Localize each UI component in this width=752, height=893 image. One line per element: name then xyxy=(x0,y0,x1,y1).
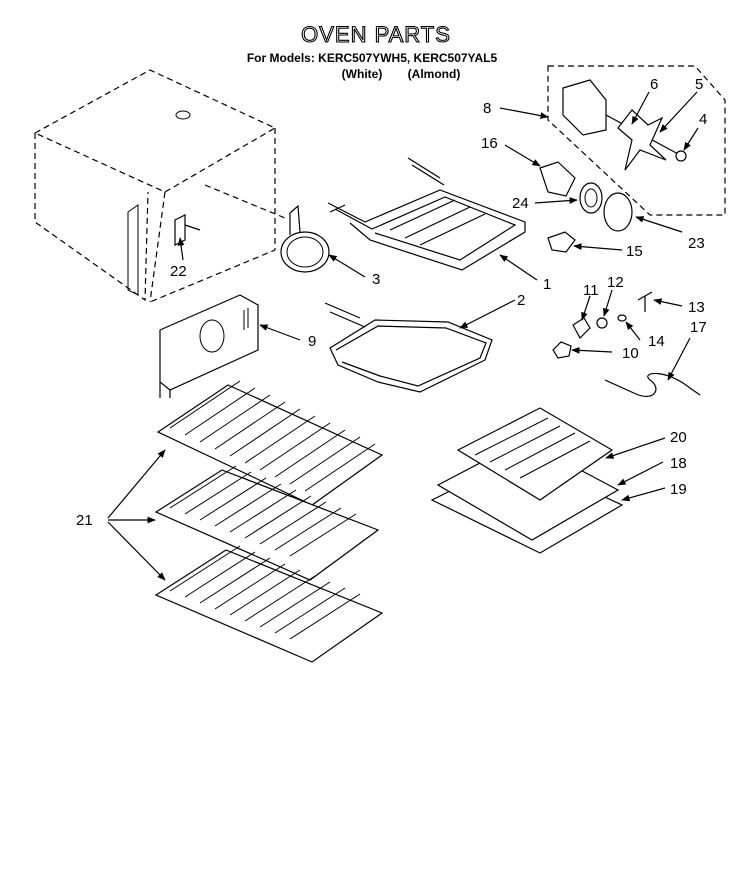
callout-13: 13 xyxy=(688,299,705,316)
part-17-probe xyxy=(604,372,701,397)
oven-rack-top xyxy=(156,380,384,506)
callout-11: 11 xyxy=(583,282,599,299)
oven-light-assembly xyxy=(539,161,633,253)
oven-racks xyxy=(154,380,384,663)
oven-rack-bottom xyxy=(154,545,384,663)
callout-23: 23 xyxy=(688,235,705,252)
part-1-bake-element xyxy=(327,157,526,271)
color-white-label: (White) xyxy=(342,67,383,81)
callout-8: 8 xyxy=(483,100,491,117)
callout-19: 19 xyxy=(670,481,687,498)
broiler-pan-assembly xyxy=(430,407,624,554)
part-9-rear-panel xyxy=(159,294,259,398)
callout-10: 10 xyxy=(622,345,639,362)
callout-16: 16 xyxy=(481,135,498,152)
leader-lines xyxy=(107,91,699,581)
callout-24: 24 xyxy=(512,195,529,212)
callout-20: 20 xyxy=(670,429,687,446)
models-line: For Models: KERC507YWH5, KERC507YAL5 xyxy=(247,51,498,65)
callout-21: 21 xyxy=(76,512,93,529)
callout-3: 3 xyxy=(372,271,380,288)
callout-9: 9 xyxy=(308,333,316,350)
part-3-fan-ring xyxy=(280,204,330,273)
part-22-bracket xyxy=(174,214,201,246)
callout-4: 4 xyxy=(699,111,707,128)
callout-18: 18 xyxy=(670,455,687,472)
callout-1: 1 xyxy=(543,276,551,293)
oven-rack-middle xyxy=(154,465,380,581)
diagram-title: OVEN PARTS xyxy=(301,22,451,47)
hardware-parts xyxy=(552,291,653,359)
convection-motor-assembly xyxy=(547,65,726,216)
callout-12: 12 xyxy=(607,274,624,291)
part-2-broil-element xyxy=(324,302,493,393)
callout-22: 22 xyxy=(170,263,187,280)
callout-5: 5 xyxy=(695,76,703,93)
callout-6: 6 xyxy=(650,76,658,93)
oven-cavity xyxy=(33,69,286,303)
color-almond-label: (Almond) xyxy=(408,67,461,81)
callout-15: 15 xyxy=(626,243,643,260)
callout-2: 2 xyxy=(517,292,525,309)
callout-14: 14 xyxy=(648,333,665,350)
callout-17: 17 xyxy=(690,319,707,336)
